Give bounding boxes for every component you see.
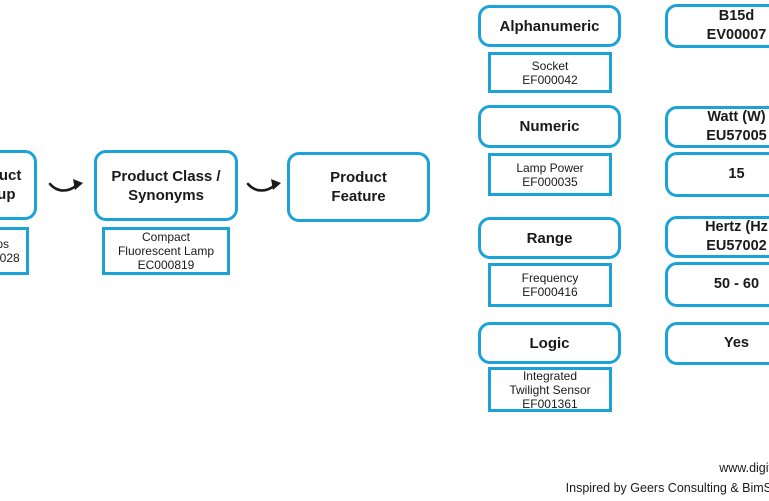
value-line1: B15d xyxy=(718,8,755,24)
product-class-node: Product Class / Synonyms xyxy=(94,150,238,221)
product-class-detail: Compact Fluorescent Lamp EC000819 xyxy=(102,227,230,275)
feature-type-range: Range xyxy=(478,217,621,259)
value-lamp-power: 15 xyxy=(665,152,769,197)
flow-arrow-icon xyxy=(48,179,83,192)
attribution-url: www.digit xyxy=(719,461,769,475)
product-class-detail-line1: Compact xyxy=(141,230,191,244)
product-feature-node: Product Feature xyxy=(287,152,430,222)
product-feature-title-line1: Product xyxy=(330,169,387,186)
value-socket: B15d EV00007 xyxy=(665,4,769,48)
product-feature-title-line2: Feature xyxy=(331,188,386,205)
value-logic-yes: Yes xyxy=(665,322,769,365)
product-group-title-line2: Group xyxy=(0,186,16,203)
feature-name: Lamp Power xyxy=(516,160,584,175)
value-line2: EU57005 xyxy=(706,128,767,144)
product-group-node: Product Group xyxy=(0,150,37,220)
value-line1: 50 - 60 xyxy=(713,276,760,292)
product-group-detail-line1: Lamps xyxy=(0,237,10,251)
product-group-detail: Lamps EG000028 xyxy=(0,227,29,275)
feature-name: Frequency xyxy=(521,271,579,285)
feature-type-label: Numeric xyxy=(519,118,580,135)
feature-code: EF000416 xyxy=(522,285,578,299)
value-line2: EV00007 xyxy=(706,27,767,43)
feature-code: EF000035 xyxy=(522,174,578,189)
feature-alphanumeric-detail: Socket EF000042 xyxy=(488,52,612,93)
feature-code: EF000042 xyxy=(522,72,578,87)
value-line1: Yes xyxy=(724,335,749,351)
feature-logic-detail: Integrated Twilight Sensor EF001361 xyxy=(488,367,612,412)
feature-type-alphanumeric: Alphanumeric xyxy=(478,5,621,47)
feature-type-label: Range xyxy=(526,229,573,247)
product-class-title-line1: Product Class / xyxy=(111,167,221,185)
value-line1: 15 xyxy=(728,166,745,182)
flow-arrow-icon xyxy=(246,179,281,192)
feature-name: Twilight Sensor xyxy=(509,382,591,397)
feature-numeric-detail: Lamp Power EF000035 xyxy=(488,153,612,196)
feature-type-numeric: Numeric xyxy=(478,105,621,148)
feature-name: Socket xyxy=(531,58,569,73)
value-line1: Watt (W) xyxy=(707,109,766,125)
feature-type-label: Logic xyxy=(529,334,570,352)
value-line1: Hertz (Hz xyxy=(705,219,768,235)
feature-type-logic: Logic xyxy=(478,322,621,364)
product-group-title-line1: Product xyxy=(0,167,22,184)
value-frequency-range: 50 - 60 xyxy=(665,262,769,307)
feature-code: EF001361 xyxy=(522,396,578,411)
value-watt-unit: Watt (W) EU57005 xyxy=(665,106,769,148)
product-group-detail-line2: EG000028 xyxy=(0,251,20,265)
product-class-title-line2: Synonyms xyxy=(128,186,204,204)
value-hertz-unit: Hertz (Hz EU57002 xyxy=(665,216,769,258)
product-class-detail-line3: EC000819 xyxy=(137,258,195,272)
attribution-credit: Inspired by Geers Consulting & BimS xyxy=(565,481,769,495)
attribution: www.digit Inspired by Geers Consulting &… xyxy=(566,458,769,498)
feature-name: Integrated xyxy=(522,368,578,383)
value-line2: EU57002 xyxy=(706,238,767,254)
feature-range-detail: Frequency EF000416 xyxy=(488,263,612,307)
product-class-detail-line2: Fluorescent Lamp xyxy=(117,244,215,258)
feature-type-label: Alphanumeric xyxy=(499,17,600,35)
